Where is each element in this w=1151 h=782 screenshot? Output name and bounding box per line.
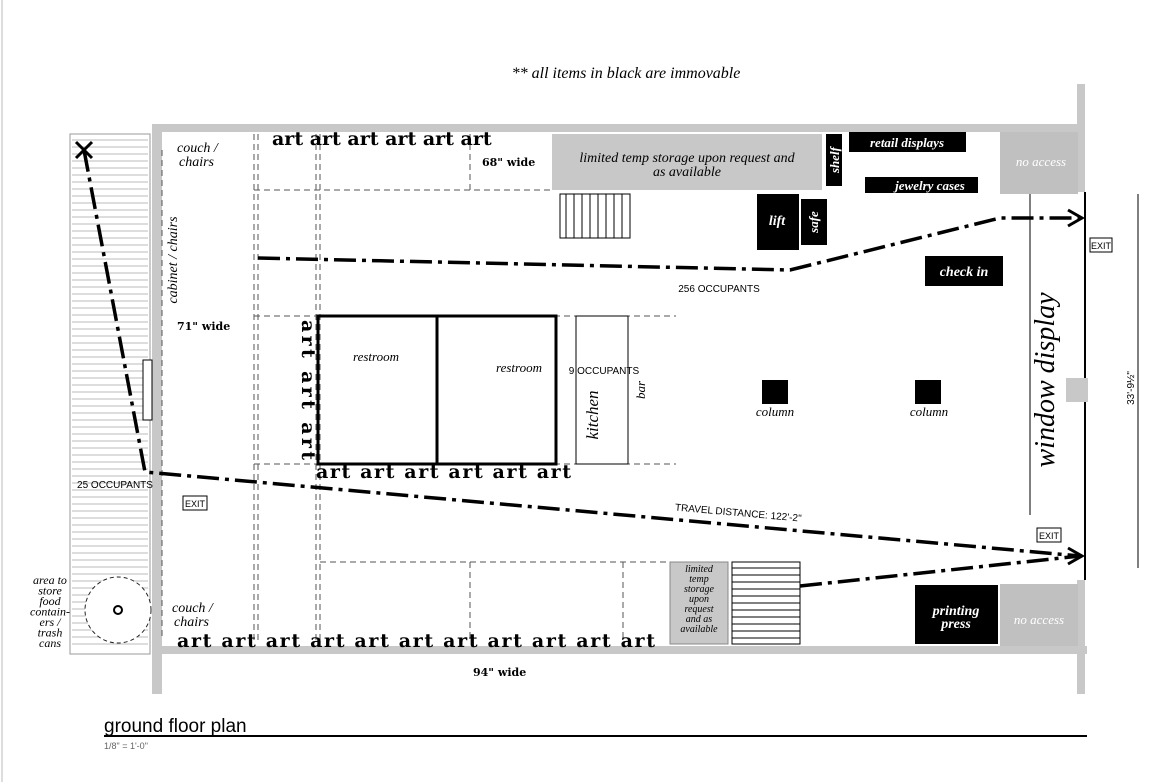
width-94: 94" wide (473, 666, 526, 679)
exit-sign-bottom-right: EXIT (1036, 527, 1062, 543)
art-column-restroom: art art art (297, 320, 319, 460)
art-row-restroom: art art art art art art (316, 461, 571, 483)
temp-storage-bottom (669, 561, 729, 645)
restroom-left-label: restroom (353, 349, 399, 364)
retail-displays (849, 132, 966, 152)
occupants-256: 256 OCCUPANTS (678, 284, 760, 295)
rear-porch (69, 133, 153, 655)
column-right (915, 380, 941, 404)
column-left-label: column (756, 404, 794, 419)
width-71: 71" wide (177, 320, 230, 333)
no-access-top-label: no access (1016, 154, 1066, 169)
shelf-label: shelf (827, 145, 842, 174)
cabinet-chairs: cabinet / chairs (166, 216, 181, 304)
occupants-9: 9 OCCUPANTS (569, 366, 640, 377)
lift (757, 194, 799, 250)
jewelry-cases (865, 177, 978, 193)
immovable-note: ** all items in black are immovable (512, 65, 741, 82)
art-row-top: art art art art art art (272, 128, 492, 150)
plan-title: ground floor plan (104, 716, 247, 737)
svg-text:EXIT: EXIT (1039, 531, 1060, 541)
couch-chairs-top: couch /chairs (177, 141, 219, 170)
safe-label: safe (806, 211, 821, 234)
exit-sign-left: EXIT (182, 495, 208, 511)
lift-label: lift (769, 214, 786, 229)
plan-scale: 1/8" = 1'-0" (104, 741, 148, 751)
svg-text:EXIT: EXIT (185, 499, 206, 509)
no-access-bottom-label: no access (1014, 612, 1064, 627)
temp-storage-top (552, 134, 822, 190)
dimension-label: 33'-9½" (1126, 371, 1137, 405)
shelf (826, 134, 842, 186)
building-walls (152, 84, 1087, 694)
no-access-bottom-area (1000, 584, 1078, 646)
spiral-stair (84, 576, 152, 644)
start-x-icon (74, 140, 94, 160)
occupants-25: 25 OCCUPANTS (77, 480, 153, 491)
check-in-desk (925, 256, 1003, 286)
safe (801, 199, 827, 245)
check-in-label: check in (940, 265, 989, 280)
window-display-label: window display (1030, 292, 1061, 468)
exit-sign-top-right: EXIT (1089, 237, 1113, 253)
stairs-top (559, 193, 631, 239)
column-right-label: column (910, 404, 948, 419)
retail-displays-label: retail displays (870, 135, 944, 150)
window-display-area (1029, 192, 1139, 580)
couch-chairs-bottom: couch /chairs (172, 601, 214, 630)
svg-text:EXIT: EXIT (1091, 241, 1112, 251)
jewelry-cases-label: jewelry cases (893, 178, 965, 193)
restroom-block (316, 314, 629, 466)
egress-paths (74, 140, 1086, 588)
no-access-top-area (1000, 132, 1078, 194)
art-row-bottom: art art art art art art art art art art … (177, 630, 655, 652)
restroom-right-label: restroom (496, 360, 542, 375)
bar-label: bar (633, 380, 648, 399)
kitchen-label: kitchen (583, 390, 602, 439)
column-left (762, 380, 788, 404)
width-68: 68" wide (482, 156, 535, 169)
printing-press (915, 585, 998, 644)
stairs-bottom (731, 561, 801, 645)
